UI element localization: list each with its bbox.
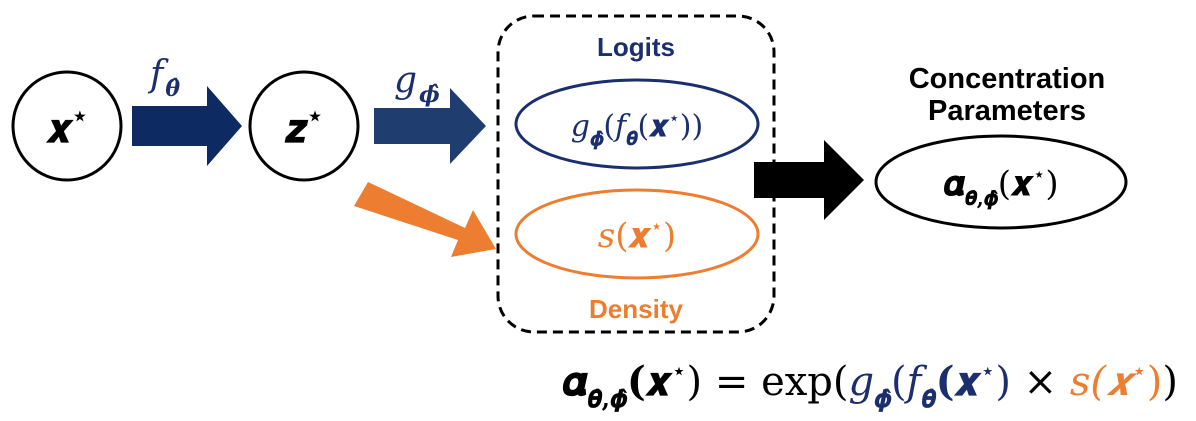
alpha-node: 𝜶𝜽̂,𝝓̂(𝒙⋆) <box>874 134 1128 230</box>
alpha-open: ( <box>998 164 1011 204</box>
eq-lhs-sup: ⋆ <box>671 357 686 385</box>
logits-x: 𝒙 <box>648 109 670 144</box>
eq-lhs-arg: (𝒙 <box>627 358 674 405</box>
alpha-x: 𝒙 <box>1010 164 1035 204</box>
density-open: ( <box>615 216 628 256</box>
f-arrow-shape <box>132 86 242 166</box>
logits-theta: 𝜽̂ <box>626 128 638 150</box>
f-theta-arrow: 𝑓𝜽̂ <box>132 54 242 166</box>
eq-final-close: ) <box>1162 359 1178 405</box>
eq-lhs-close: ) <box>687 359 703 405</box>
eq-f-arg: (𝒙 <box>936 358 983 405</box>
eq-times: × <box>1011 359 1070 405</box>
eq-f-sub: 𝜽̂ <box>921 384 936 413</box>
eq-alpha: 𝜶 <box>562 358 588 405</box>
z-star-symbol: 𝒛 <box>284 105 308 152</box>
g-phi-arrow: 𝑔𝝓̂ <box>374 60 486 164</box>
svg-text:𝒛⋆: 𝒛⋆ <box>284 101 322 152</box>
svg-text:𝑔𝝓̂(𝑓𝜽̂(𝒙⋆)): 𝑔𝝓̂(𝑓𝜽̂(𝒙⋆)) <box>571 108 703 150</box>
eq-g-open: ( <box>891 359 907 405</box>
logits-close: )) <box>680 109 703 144</box>
density-ellipse <box>514 188 760 280</box>
logits-label: Logits <box>597 32 675 62</box>
svg-text:𝑓𝜽̂: 𝑓𝜽̂ <box>147 54 180 102</box>
density-label: Density <box>589 294 683 324</box>
output-arrow <box>754 140 864 220</box>
x-star-sup: ⋆ <box>72 101 87 130</box>
eq-f-close: ) <box>995 359 1011 405</box>
eq-g: 𝑔 <box>849 359 875 405</box>
logits-open2: ( <box>637 109 649 144</box>
logits-sup: ⋆ <box>668 108 679 129</box>
logits-node: 𝑔𝝓̂(𝑓𝜽̂(𝒙⋆)) <box>514 78 760 170</box>
z-star-node: 𝒛⋆ <box>248 70 360 182</box>
g-arrow-shape <box>374 88 486 164</box>
svg-text:𝜶𝜽̂,𝝓̂(𝒙⋆): 𝜶𝜽̂,𝝓̂(𝒙⋆) <box>943 162 1058 210</box>
alpha-sub: 𝜽̂,𝝓̂ <box>965 186 999 210</box>
eq-g-sub: 𝝓̂ <box>874 384 892 413</box>
density-node: 𝑠(𝒙⋆) <box>514 188 760 280</box>
z-star-circle <box>248 70 360 182</box>
logits-ellipse <box>514 78 760 170</box>
bottom-equation: 𝜶𝜽̂,𝝓̂(𝒙⋆) = exp(𝑔𝝓̂(𝑓𝜽̂(𝒙⋆) × 𝑠(𝒙⋆)) <box>562 357 1178 413</box>
density-x: 𝒙 <box>628 216 653 256</box>
concentration-label-line2: Parameters <box>928 95 1086 127</box>
svg-text:𝑠(𝒙⋆): 𝑠(𝒙⋆) <box>598 214 676 256</box>
alpha-symbol: 𝜶 <box>943 164 965 204</box>
density-close: ) <box>663 216 676 256</box>
alpha-ellipse <box>874 134 1128 230</box>
alpha-close: ) <box>1045 164 1058 204</box>
logits-open: ( <box>603 109 615 144</box>
dashed-group-box <box>496 14 776 334</box>
f-arrow-sub: 𝜽̂ <box>165 76 180 102</box>
svg-text:𝒙⋆: 𝒙⋆ <box>46 101 88 152</box>
density-arrow <box>354 182 496 257</box>
g-arrow-sub: 𝝓̂ <box>419 82 440 108</box>
density-sup: ⋆ <box>650 214 663 238</box>
eq-s: 𝑠(𝒙 <box>1070 359 1138 405</box>
alpha-sup: ⋆ <box>1033 162 1046 186</box>
x-star-node: 𝒙⋆ <box>11 70 123 182</box>
density-s: 𝑠 <box>598 216 615 256</box>
concentration-label-line1: Concentration <box>909 63 1106 95</box>
svg-text:𝑔𝝓̂: 𝑔𝝓̂ <box>394 60 440 108</box>
z-star-sup: ⋆ <box>308 101 323 130</box>
eq-alpha-sub: 𝜽̂,𝝓̂ <box>587 384 628 413</box>
logits-g: 𝑔 <box>571 109 590 144</box>
logits-phi: 𝝓̂ <box>590 128 604 150</box>
g-arrow-label: 𝑔 <box>394 60 417 101</box>
eq-equals: = exp( <box>702 359 848 405</box>
eq-f-sup: ⋆ <box>980 357 995 385</box>
eq-s-close: ) <box>1147 359 1163 405</box>
x-star-symbol: 𝒙 <box>46 105 75 152</box>
x-star-circle <box>11 70 123 182</box>
eq-s-sup: ⋆ <box>1132 357 1147 385</box>
